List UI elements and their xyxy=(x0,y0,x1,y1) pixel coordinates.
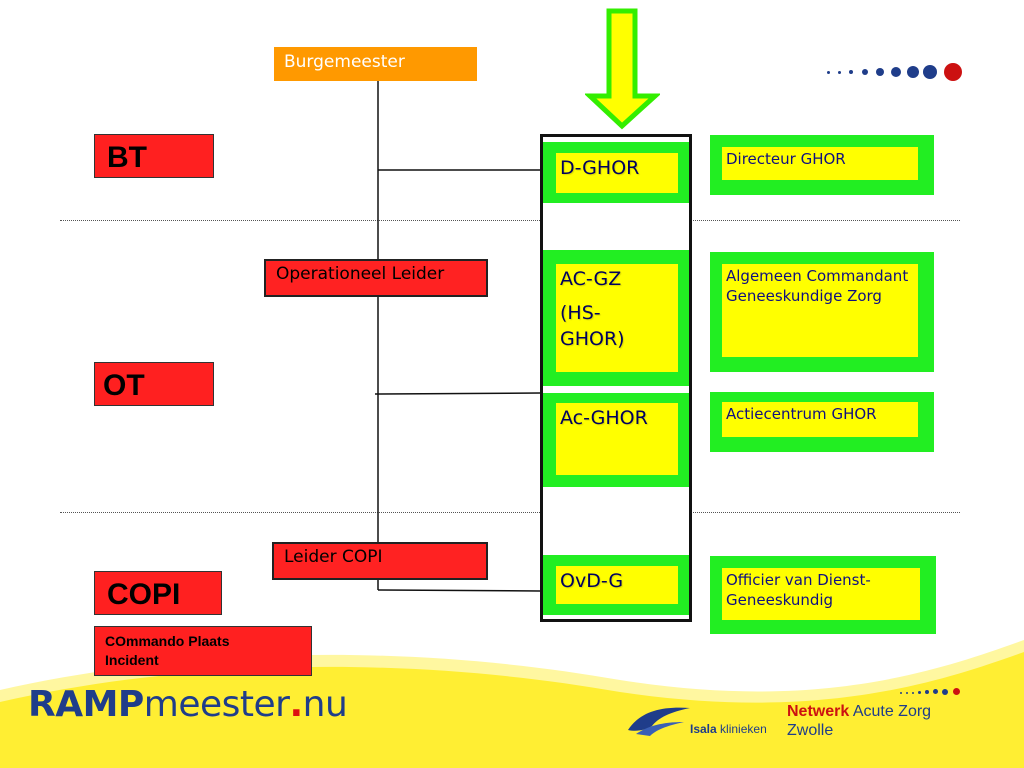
decor-dot xyxy=(838,71,841,74)
right-box-directeur-inner: Directeur GHOR xyxy=(722,147,918,180)
middle-box-ac-gz: AC-GZ (HS-GHOR) xyxy=(543,250,689,386)
netwerk-dot-red xyxy=(953,688,960,695)
netwerk-logo-text: Netwerk Acute Zorg Zwolle xyxy=(787,702,931,740)
netwerk-dot xyxy=(925,690,929,694)
copi-description-text: COmmando Plaats Incident xyxy=(105,633,230,668)
middle-hs-ghor-label: (HS-GHOR) xyxy=(560,302,625,350)
decor-dot xyxy=(907,66,919,78)
decor-dot xyxy=(891,67,901,77)
level-label-copi: COPI xyxy=(94,571,222,615)
level-label-copi-text: COPI xyxy=(107,578,181,611)
netwerk-line-1: Netwerk Acute Zorg xyxy=(787,702,931,721)
middle-box-ac-ghor-inner: Ac-GHOR xyxy=(556,403,678,475)
netwerk-dot xyxy=(918,691,921,694)
right-actiecentrum-label: Actiecentrum GHOR xyxy=(726,405,877,423)
middle-box-ac-ghor: Ac-GHOR xyxy=(543,393,689,487)
separator-top xyxy=(60,220,960,221)
right-box-directeur: Directeur GHOR xyxy=(710,135,934,195)
netwerk-dot xyxy=(900,692,902,694)
netwerk-dot xyxy=(912,692,914,694)
netwerk-dot xyxy=(933,689,938,694)
decor-dot-red xyxy=(944,63,962,81)
right-box-actiecentrum-inner: Actiecentrum GHOR xyxy=(722,402,918,437)
rampmeester-logo-rest: meester xyxy=(143,684,290,725)
middle-ac-ghor-label: Ac-GHOR xyxy=(560,407,648,429)
right-directeur-label: Directeur GHOR xyxy=(726,150,846,168)
decor-dot xyxy=(876,68,884,76)
isala-rest: klinieken xyxy=(720,722,767,736)
netwerk-zwolle: Zwolle xyxy=(787,722,834,739)
decor-dot xyxy=(827,71,830,74)
rampmeester-logo-tld: nu xyxy=(302,684,348,725)
right-box-algemeen-inner: Algemeen Commandant Geneeskundige Zorg xyxy=(722,264,918,357)
node-operationeel-leider-label: Operationeel Leider xyxy=(276,264,445,284)
isala-bold: Isala xyxy=(690,722,717,736)
netwerk-red: Netwerk xyxy=(787,703,850,720)
node-burgemeester: Burgemeester xyxy=(274,47,477,81)
middle-box-d-ghor-inner: D-GHOR xyxy=(556,153,678,193)
decor-dot xyxy=(862,69,868,75)
middle-column-frame: D-GHOR AC-GZ (HS-GHOR) Ac-GHOR OvD-G xyxy=(540,134,692,622)
middle-box-d-ghor: D-GHOR xyxy=(543,142,689,203)
isala-logo-text: Isala klinieken xyxy=(690,722,767,736)
level-label-bt: BT xyxy=(94,134,214,178)
right-box-officier: Officier van Dienst-Geneeskundig xyxy=(710,556,936,634)
middle-box-ac-gz-inner: AC-GZ (HS-GHOR) xyxy=(556,264,678,372)
level-label-ot-text: OT xyxy=(103,369,145,402)
right-officier-label: Officier van Dienst-Geneeskundig xyxy=(726,571,871,609)
decor-dot xyxy=(923,65,937,79)
netwerk-blue: Acute Zorg xyxy=(852,703,932,720)
level-label-ot: OT xyxy=(94,362,214,406)
node-leider-copi-label: Leider COPI xyxy=(284,547,383,567)
right-box-officier-inner: Officier van Dienst-Geneeskundig xyxy=(722,568,920,620)
node-leider-copi: Leider COPI xyxy=(272,542,488,580)
middle-box-ovd-g-inner: OvD-G xyxy=(556,566,678,604)
copi-description: COmmando Plaats Incident xyxy=(94,626,312,676)
middle-ovd-g-label: OvD-G xyxy=(560,570,624,592)
separator-bottom xyxy=(60,512,960,513)
rampmeester-logo-dot: . xyxy=(289,684,303,725)
netwerk-dot xyxy=(906,692,908,694)
node-burgemeester-label: Burgemeester xyxy=(284,52,405,72)
decor-dot xyxy=(849,70,853,74)
right-algemeen-label: Algemeen Commandant Geneeskundige Zorg xyxy=(726,267,909,305)
node-operationeel-leider: Operationeel Leider xyxy=(264,259,488,297)
right-box-actiecentrum: Actiecentrum GHOR xyxy=(710,392,934,452)
netwerk-dot xyxy=(942,689,948,695)
rampmeester-logo: RAMPmeester.nu xyxy=(28,684,348,725)
isala-bird-icon xyxy=(628,707,690,736)
right-box-algemeen: Algemeen Commandant Geneeskundige Zorg xyxy=(710,252,934,372)
level-label-bt-text: BT xyxy=(107,141,147,174)
middle-box-ovd-g: OvD-G xyxy=(543,555,689,615)
middle-d-ghor-label: D-GHOR xyxy=(560,157,640,179)
down-arrow-icon xyxy=(585,8,660,130)
middle-ac-gz-label: AC-GZ xyxy=(560,268,622,290)
rampmeester-logo-bold: RAMP xyxy=(28,684,144,725)
